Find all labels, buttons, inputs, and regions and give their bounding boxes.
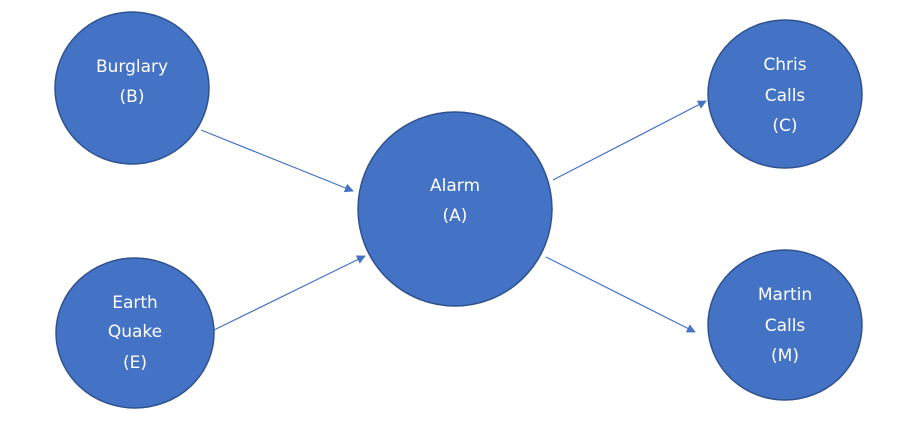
node-alarm: Alarm (A) bbox=[357, 111, 553, 307]
node-burglary-label-line1: Burglary bbox=[96, 57, 168, 77]
node-earthquake-label-line1: Earth bbox=[112, 293, 158, 313]
node-alarm-label-line2: (A) bbox=[443, 206, 468, 226]
node-burglary: Burglary (B) bbox=[54, 11, 210, 165]
node-burglary-label-line2: (B) bbox=[120, 87, 145, 107]
node-chris-calls: Chris Calls (C) bbox=[707, 19, 863, 169]
node-chris-label-line2: Calls bbox=[765, 86, 806, 106]
edge-burglary-to-alarm bbox=[200, 129, 354, 193]
edge-alarm-to-martin bbox=[545, 256, 696, 333]
node-martin-label-line2: Calls bbox=[765, 316, 806, 336]
edges bbox=[200, 100, 707, 333]
edge-alarm-to-chris bbox=[552, 100, 707, 181]
node-earthquake: Earth Quake (E) bbox=[55, 257, 215, 409]
node-earthquake-label-line3: (E) bbox=[123, 353, 147, 373]
node-alarm-label-line1: Alarm bbox=[430, 176, 480, 196]
edge-earthquake-to-alarm bbox=[213, 255, 366, 331]
node-martin-calls: Martin Calls (M) bbox=[707, 249, 863, 401]
node-chris-label-line3: (C) bbox=[772, 116, 797, 136]
node-martin-label-line1: Martin bbox=[758, 285, 812, 305]
node-earthquake-label-line2: Quake bbox=[108, 322, 162, 342]
node-martin-label-line3: (M) bbox=[771, 346, 799, 366]
node-chris-label-line1: Chris bbox=[763, 55, 806, 75]
